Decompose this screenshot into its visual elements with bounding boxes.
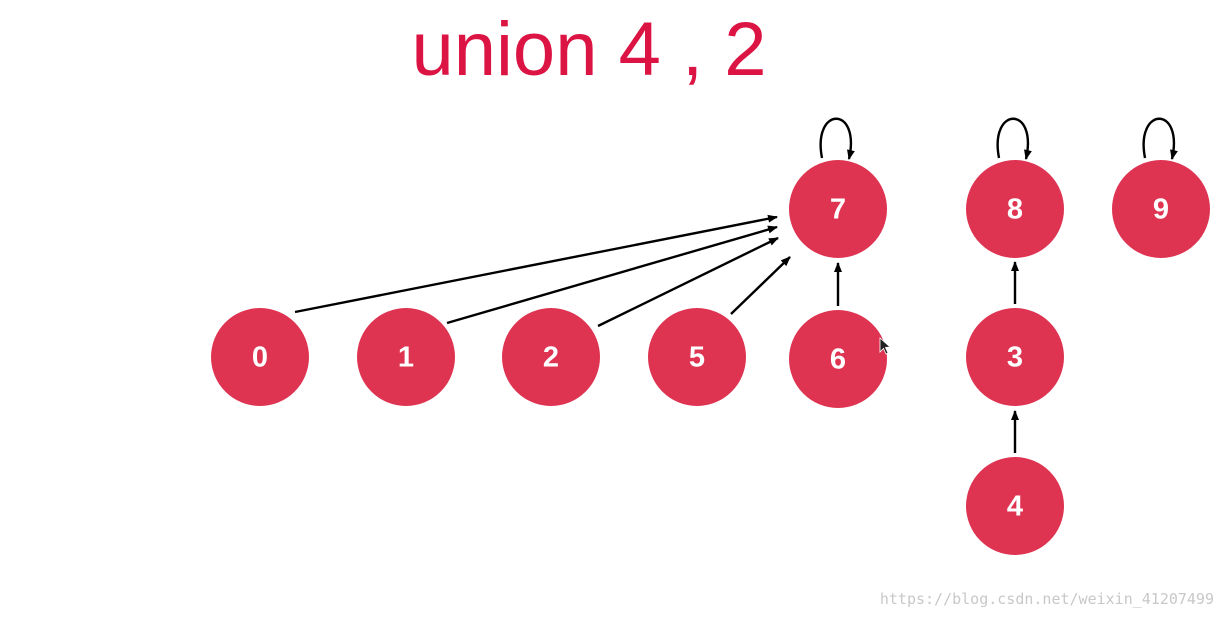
node-label-1: 1	[398, 342, 414, 374]
node-label-2: 2	[543, 342, 559, 374]
node-label-3: 3	[1007, 342, 1023, 374]
mouse-cursor-icon	[879, 337, 891, 355]
node-circle-1	[357, 308, 455, 406]
node-label-0: 0	[252, 342, 268, 374]
self-loop-edge-8	[996, 117, 1032, 160]
node-label-5: 5	[689, 342, 705, 374]
node-circle-3	[966, 308, 1064, 406]
node-3: 3	[966, 308, 1064, 406]
node-1: 1	[357, 308, 455, 406]
node-0: 0	[211, 308, 309, 406]
node-4: 4	[966, 457, 1064, 555]
node-circle-4	[966, 457, 1064, 555]
node-label-4: 4	[1007, 491, 1023, 523]
node-circle-7	[789, 160, 887, 258]
node-circle-2	[502, 308, 600, 406]
node-6: 6	[789, 310, 887, 408]
node-circle-5	[648, 308, 746, 406]
edge-0-to-7	[294, 214, 778, 314]
node-9: 9	[1112, 160, 1210, 258]
watermark-url: https://blog.csdn.net/weixin_41207499	[879, 590, 1214, 608]
nodes-layer: 0 1 2 5 6 7 8 9 3 4	[211, 160, 1210, 555]
node-circle-9	[1112, 160, 1210, 258]
node-2: 2	[502, 308, 600, 406]
node-8: 8	[966, 160, 1064, 258]
node-circle-8	[966, 160, 1064, 258]
node-label-8: 8	[1007, 194, 1023, 226]
self-loop-edge-9	[1142, 117, 1178, 160]
edge-1-to-7	[446, 225, 778, 325]
edges-layer	[294, 117, 1178, 453]
node-label-6: 6	[830, 344, 846, 376]
node-circle-6	[789, 310, 887, 408]
node-5: 5	[648, 308, 746, 406]
node-label-7: 7	[830, 194, 846, 226]
self-loop-edge-7	[819, 117, 855, 160]
node-circle-0	[211, 308, 309, 406]
edge-2-to-7	[597, 236, 779, 328]
edge-5-to-7	[730, 256, 791, 315]
diagram-title: union 4 , 2	[411, 7, 767, 92]
node-label-9: 9	[1153, 194, 1169, 226]
node-7: 7	[789, 160, 887, 258]
